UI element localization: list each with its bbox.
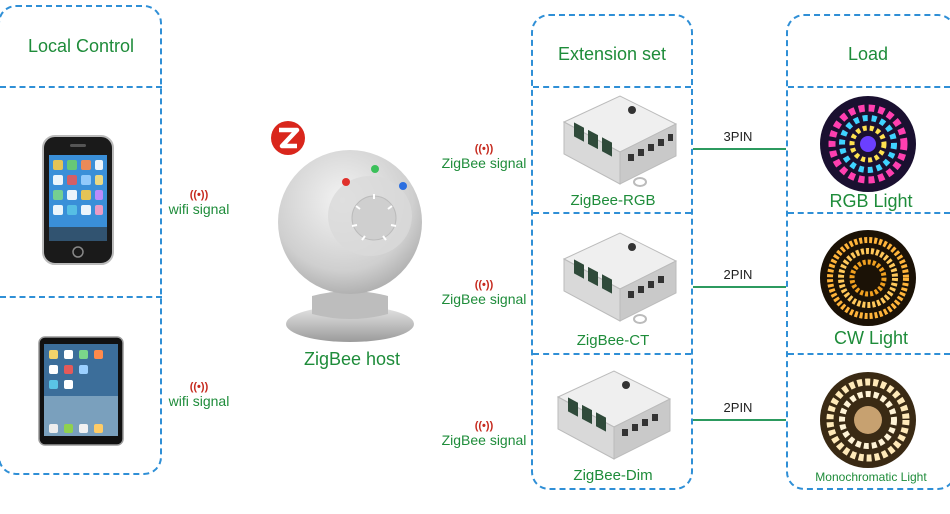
- local-control-title: Local Control: [27, 36, 135, 56]
- zigbee-signal-1: ((•)) ZigBee signal: [436, 143, 532, 171]
- signal-wave-icon: ((•)): [189, 381, 209, 393]
- load-title: Load: [847, 44, 889, 64]
- module-label-ct: ZigBee-CT: [576, 332, 650, 349]
- zigbee-signal-label: ZigBee signal: [441, 432, 527, 448]
- wifi-signal-label: wifi signal: [168, 393, 230, 409]
- load-label-rgb: RGB Light: [829, 191, 913, 211]
- connection-label-3: 2PIN: [723, 400, 753, 415]
- rgb-light-image: [820, 96, 916, 192]
- zigbee-signal-2: ((•)) ZigBee signal: [436, 279, 532, 307]
- load-panel: [786, 14, 950, 490]
- wifi-signal-top: ((•)) wifi signal: [160, 189, 238, 217]
- zigbee-host-label: ZigBee host: [303, 349, 401, 369]
- zigbee-signal-3: ((•)) ZigBee signal: [436, 420, 532, 448]
- local-control-header-divider: [0, 86, 162, 88]
- connection-label-1: 3PIN: [723, 129, 753, 144]
- extension-set-title: Extension set: [557, 44, 667, 64]
- zigbee-signal-label: ZigBee signal: [441, 155, 527, 171]
- zigbee-ct-module-image: [562, 232, 678, 324]
- module-label-rgb: ZigBee-RGB: [570, 192, 656, 209]
- wifi-signal-label: wifi signal: [168, 201, 230, 217]
- load-row-divider-1: [788, 212, 950, 214]
- connection-label-2: 2PIN: [723, 267, 753, 282]
- smartphone-image: [42, 135, 114, 265]
- load-header-divider: [788, 86, 950, 88]
- local-control-panel: [0, 5, 162, 475]
- signal-wave-icon: ((•)): [474, 420, 494, 432]
- connection-wire-3: [693, 419, 786, 421]
- signal-wave-icon: ((•)): [189, 189, 209, 201]
- connection-wire-1: [693, 148, 786, 150]
- extension-set-panel: [531, 14, 693, 490]
- extension-set-row-divider-2: [533, 353, 691, 355]
- module-label-dim: ZigBee-Dim: [573, 467, 653, 484]
- extension-set-header-divider: [533, 86, 691, 88]
- monochromatic-light-image: [820, 372, 916, 468]
- zigbee-host-device-image: [278, 150, 422, 342]
- zigbee-dim-module-image: [556, 370, 672, 460]
- zigbee-signal-label: ZigBee signal: [441, 291, 527, 307]
- extension-set-row-divider-1: [533, 212, 691, 214]
- zigbee-logo-icon: [271, 121, 305, 155]
- signal-wave-icon: ((•)): [474, 143, 494, 155]
- zigbee-rgb-module-image: [562, 95, 678, 187]
- tablet-image: [38, 336, 124, 446]
- cw-light-image: [820, 230, 916, 326]
- load-label-cw: CW Light: [833, 328, 909, 348]
- local-control-row-divider: [0, 296, 162, 298]
- connection-wire-2: [693, 286, 786, 288]
- load-label-mono: Monochromatic Light: [815, 470, 927, 484]
- signal-wave-icon: ((•)): [474, 279, 494, 291]
- load-row-divider-2: [788, 353, 950, 355]
- wifi-signal-bottom: ((•)) wifi signal: [160, 381, 238, 409]
